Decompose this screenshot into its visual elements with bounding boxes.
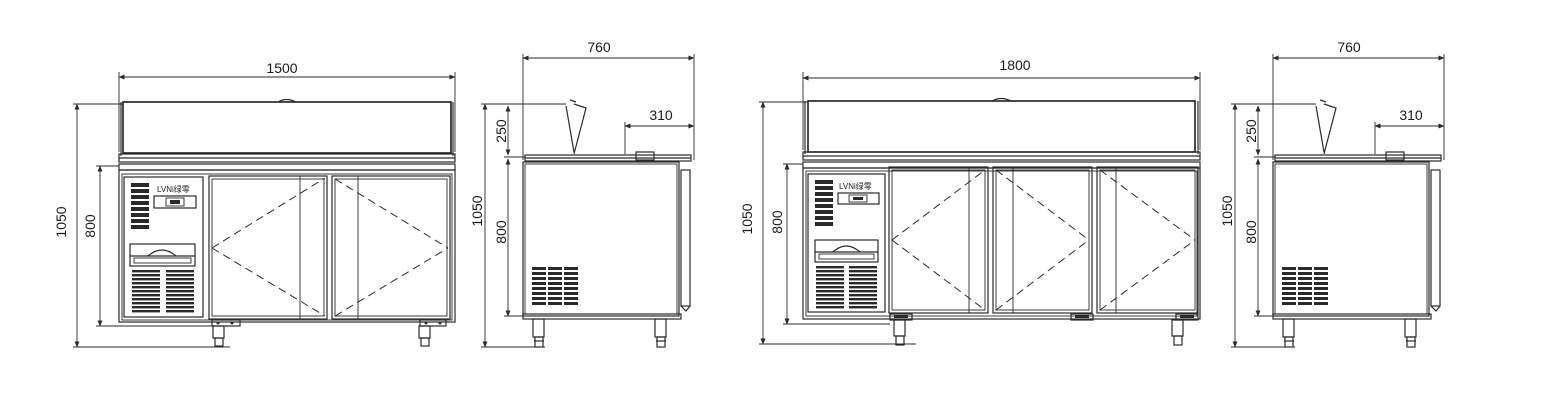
side-view-1: 760 310 250 1050 800 <box>469 39 694 347</box>
side-view-2: 760 310 250 1050 800 <box>1219 39 1444 347</box>
brand-label: LVNi绿零 <box>157 185 190 194</box>
front-body-height-label: 800 <box>82 214 98 238</box>
front-body-height-label-2: 800 <box>769 210 785 234</box>
side-top-depth-label: 310 <box>649 107 673 123</box>
side-body-height-label-2: 800 <box>1243 220 1259 244</box>
front-total-height-label-2: 1050 <box>739 203 755 234</box>
side-top-height-label: 250 <box>493 119 509 143</box>
side-top-depth-label-2: 310 <box>1399 107 1423 123</box>
front-view-1800: LVNi绿零 <box>739 57 1201 346</box>
side-body-height-label: 800 <box>493 220 509 244</box>
side-depth-label-2: 760 <box>1337 39 1361 55</box>
side-total-height-label-2: 1050 <box>1219 195 1235 226</box>
front-view-1500: LVNi绿零 1500 1050 <box>53 60 456 348</box>
front-width-label: 1500 <box>266 60 297 76</box>
front-total-height-label: 1050 <box>53 206 69 237</box>
side-depth-label: 760 <box>587 39 611 55</box>
brand-label-2: LVNi绿零 <box>839 182 872 191</box>
front-width-label-2: 1800 <box>999 57 1030 73</box>
side-total-height-label: 1050 <box>469 195 485 226</box>
side-top-height-label-2: 250 <box>1243 119 1259 143</box>
